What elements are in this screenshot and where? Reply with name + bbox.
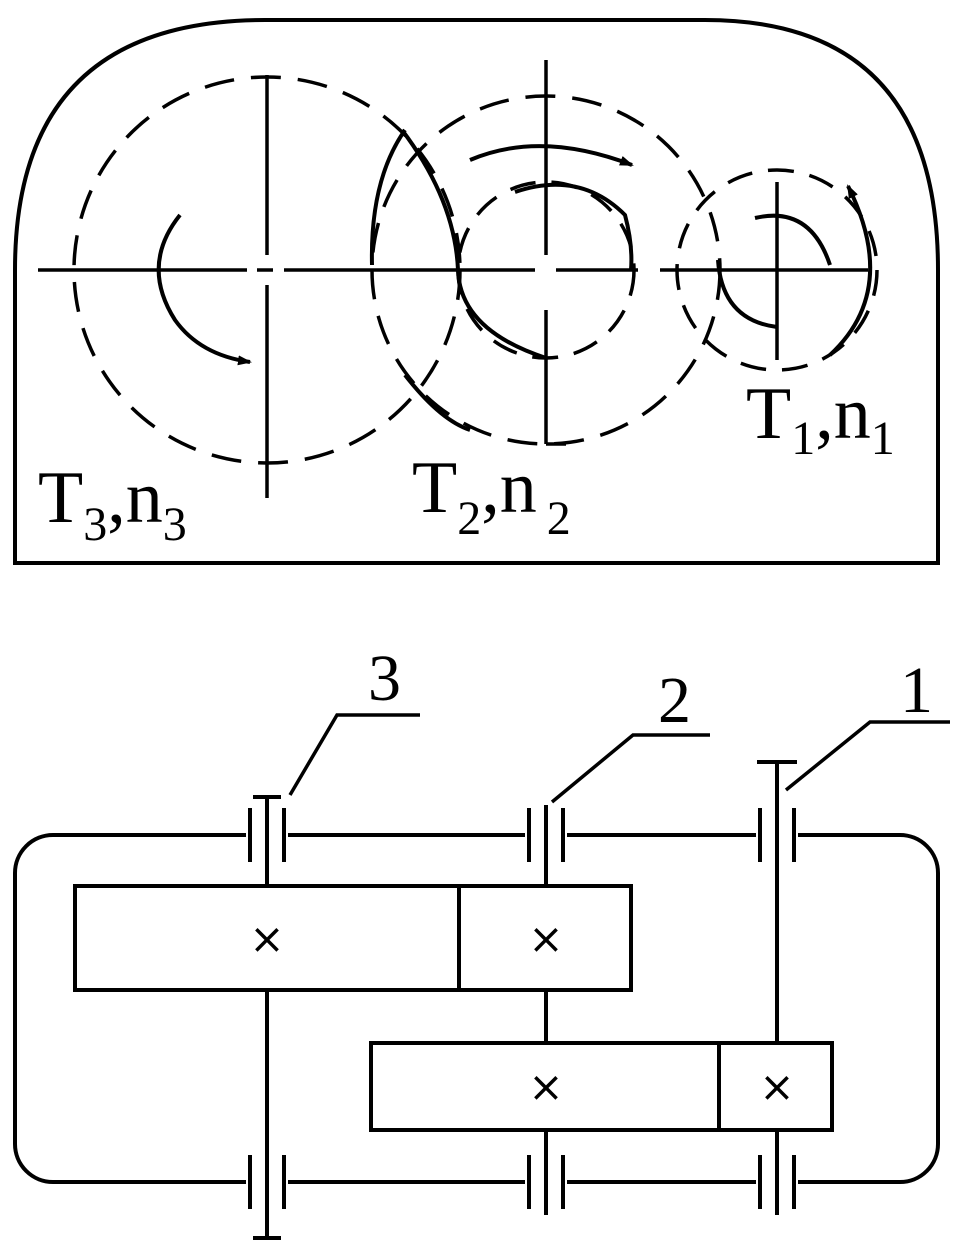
mesh-arc-lower bbox=[403, 373, 471, 432]
rotation-arrow-gear3 bbox=[156, 213, 252, 366]
shaft-label-2: 2 bbox=[658, 664, 691, 737]
rotation-arrow-gear1-outer bbox=[828, 184, 873, 357]
leader-lines bbox=[288, 713, 950, 804]
gear3-cross-mark: × bbox=[249, 914, 284, 963]
bearings-bottom bbox=[248, 1155, 796, 1209]
gear2-pinion-cross-mark: × bbox=[528, 914, 563, 963]
center-lines bbox=[38, 60, 868, 498]
rotation-arrow-gear2-inner bbox=[514, 182, 634, 271]
rotation-arrow-gear2-outer bbox=[469, 144, 634, 167]
gear1-pitch-circle bbox=[675, 168, 879, 372]
label-T3-n3: T3,n3 bbox=[38, 457, 187, 551]
mesh-arc-2-1 bbox=[716, 259, 778, 329]
shaft-label-1: 1 bbox=[900, 654, 933, 727]
shafts bbox=[253, 760, 797, 1240]
side-view: × × × × 3 2 1 bbox=[13, 642, 950, 1240]
gear1-pinion-body bbox=[717, 1041, 834, 1132]
housing-outline bbox=[13, 18, 940, 565]
side-housing-outline bbox=[13, 833, 940, 1184]
bearings-top bbox=[248, 808, 796, 862]
mesh-arc-left2 bbox=[369, 128, 407, 266]
rotation-arrow-gear1-inner bbox=[754, 213, 832, 266]
mesh-arc-3-2 bbox=[400, 128, 547, 360]
gear1-cross-mark: × bbox=[759, 1062, 794, 1111]
gear2-cross-mark: × bbox=[528, 1062, 563, 1111]
label-T1-n1: T1,n1 bbox=[746, 373, 895, 465]
gear2-pinion-body bbox=[457, 884, 633, 992]
shaft-label-3: 3 bbox=[368, 642, 401, 715]
